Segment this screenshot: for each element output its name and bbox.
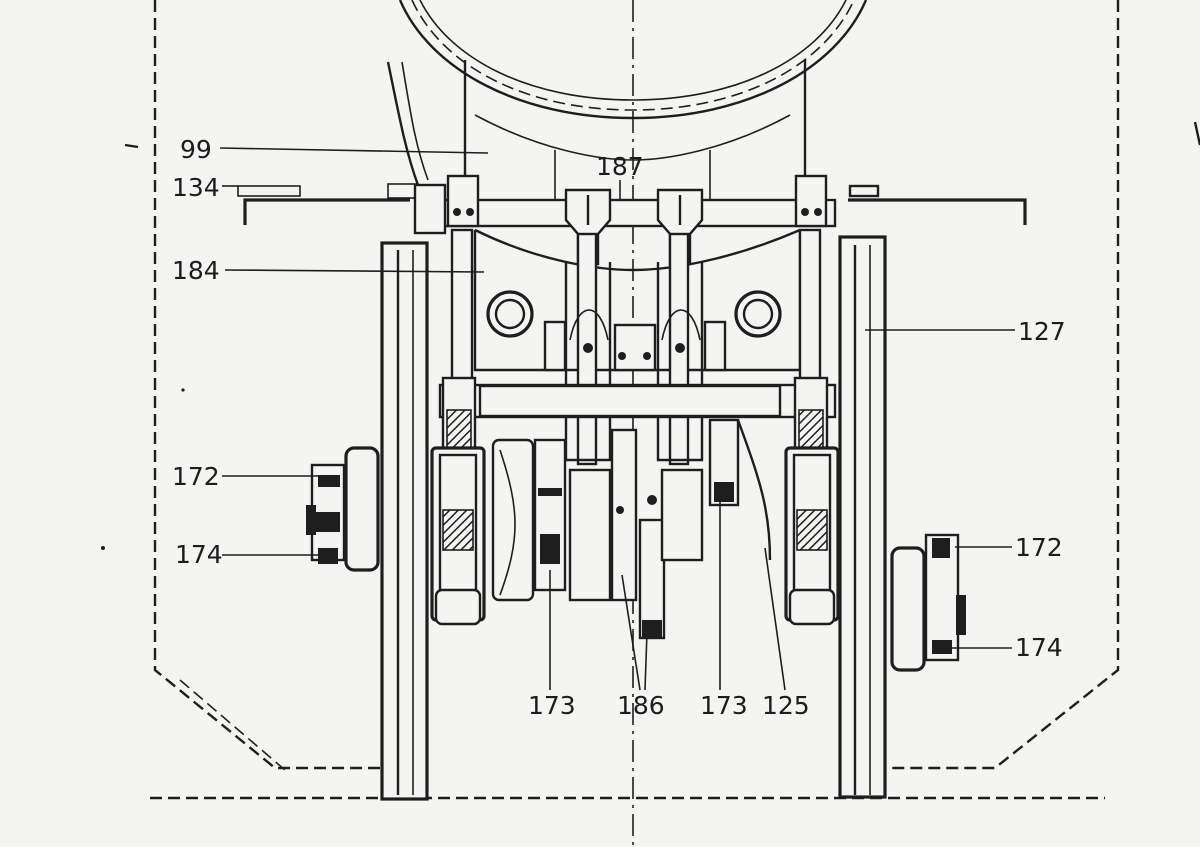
transverse-member — [438, 383, 837, 419]
callout-174-right: 174 — [1015, 633, 1063, 662]
callout-173-left: 173 — [528, 691, 576, 720]
leader-lines — [219, 147, 1015, 691]
lever-rod — [386, 61, 441, 211]
callout-labels: 99 134 184 187 127 172 174 172 174 173 1… — [172, 135, 1066, 720]
frame-plate — [473, 228, 802, 372]
callout-184: 184 — [172, 256, 220, 285]
callout-99: 99 — [180, 135, 212, 164]
spring-link-left — [446, 174, 480, 382]
spring-link-right — [794, 174, 828, 382]
callout-125: 125 — [762, 691, 810, 720]
callout-186: 186 — [617, 691, 665, 720]
callout-127: 127 — [1018, 317, 1066, 346]
wheel-right — [838, 235, 887, 799]
callout-172-left: 172 — [172, 462, 220, 491]
outboard-device-right — [890, 533, 966, 672]
body-outline — [150, 0, 1120, 800]
callout-174-left: 174 — [175, 540, 223, 569]
axle-box-left — [430, 376, 486, 626]
axle-box-right — [784, 376, 840, 626]
outboard-device-left — [306, 446, 380, 572]
callout-134: 134 — [172, 173, 220, 202]
wheel-left — [380, 241, 429, 801]
callout-173-right: 173 — [700, 691, 748, 720]
cross-beam — [413, 183, 837, 235]
clevis-rods — [543, 188, 727, 466]
callout-187: 187 — [596, 152, 644, 181]
gear-housing — [491, 418, 772, 640]
callout-172-right: 172 — [1015, 533, 1063, 562]
